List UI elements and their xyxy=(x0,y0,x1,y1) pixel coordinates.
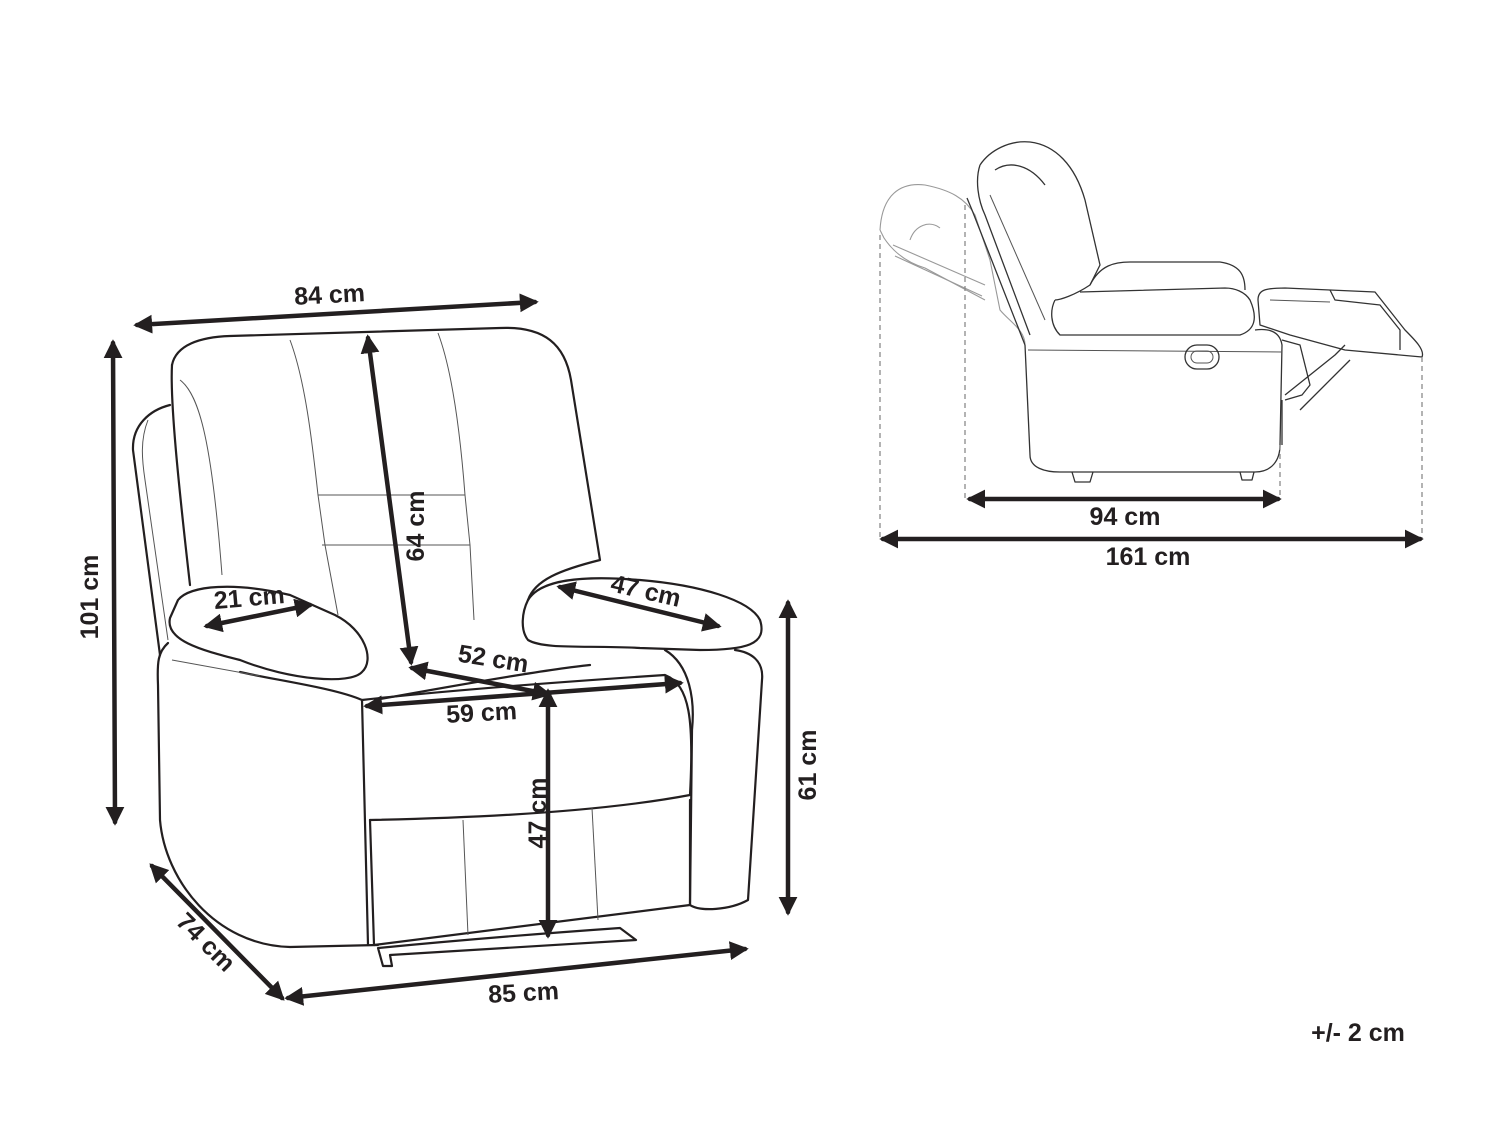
dim-arrow-85 xyxy=(284,941,749,1006)
dim-arrow-64 xyxy=(360,334,419,666)
dim-arrow-84 xyxy=(133,293,539,334)
label-armrest-height: 61 cm xyxy=(794,730,822,801)
dim-arrow-74 xyxy=(149,863,285,1001)
dim-arrow-21 xyxy=(203,598,314,633)
label-backrest-height: 64 cm xyxy=(402,491,430,562)
label-seat-width: 59 cm xyxy=(445,697,517,729)
label-armrest-width: 21 cm xyxy=(213,581,286,615)
dimension-arrows xyxy=(103,293,1424,1006)
label-tolerance: +/- 2 cm xyxy=(1311,1019,1405,1047)
label-height-total: 101 cm xyxy=(76,555,104,640)
label-width-top: 84 cm xyxy=(293,279,365,311)
label-seat-depth: 52 cm xyxy=(456,640,530,679)
dimension-labels: 84 cm 101 cm 64 cm 21 cm 47 cm 52 cm 59 … xyxy=(76,279,1405,1047)
dim-arrow-47-arm xyxy=(556,581,722,632)
label-depth-reclined: 161 cm xyxy=(1106,543,1191,571)
label-width-bottom: 85 cm xyxy=(487,977,559,1009)
label-depth-upright: 94 cm xyxy=(1090,503,1161,531)
recliner-side-drawing xyxy=(879,141,1424,483)
extension-lines xyxy=(879,205,1423,540)
armchair-front-drawing xyxy=(131,326,764,968)
label-seat-height: 47 cm xyxy=(524,778,552,849)
dim-arrow-101 xyxy=(103,339,125,826)
dim-arrow-59 xyxy=(363,674,684,715)
